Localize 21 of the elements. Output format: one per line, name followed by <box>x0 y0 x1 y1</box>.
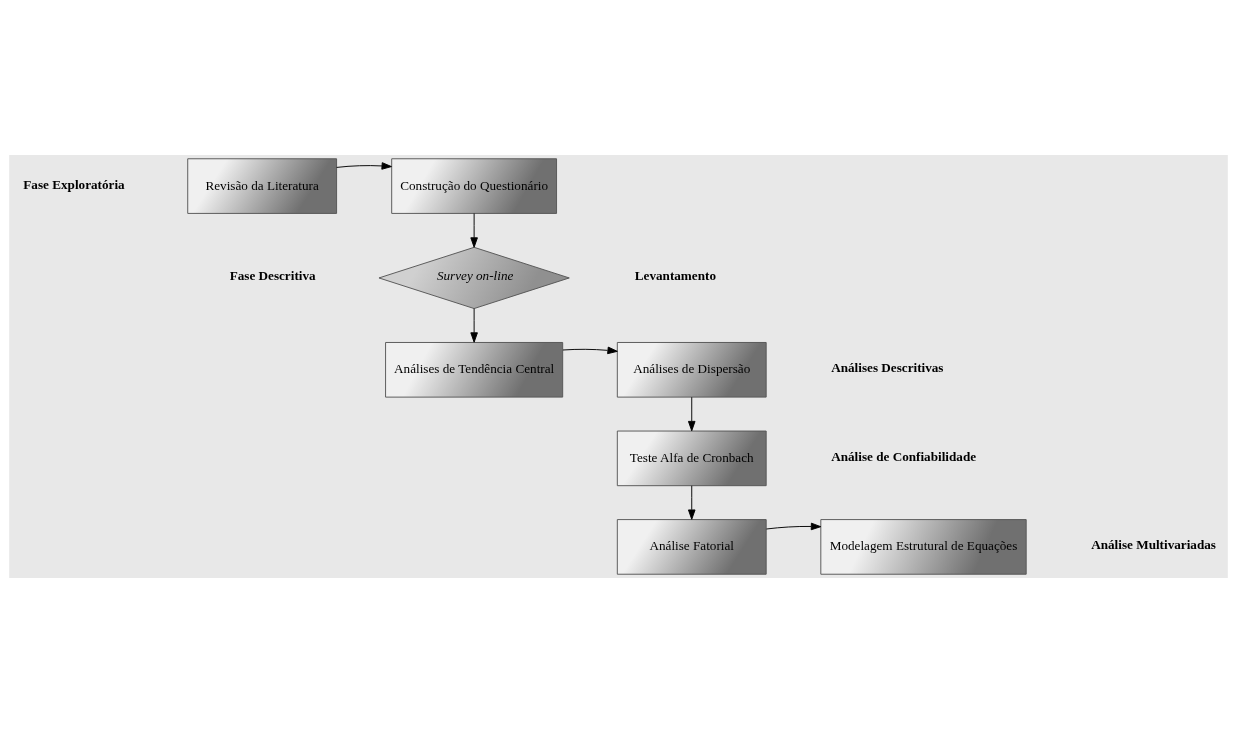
node-box: Teste Alfa de Cronbach <box>616 430 767 487</box>
arrow <box>688 485 696 520</box>
arrow <box>470 213 478 248</box>
node-diamond: Survey on-line <box>378 246 570 310</box>
node-box: Revisão da Literatura <box>187 158 338 214</box>
arrow <box>470 308 478 343</box>
node-box: Modelagem Estrutural de Equações <box>820 519 1027 575</box>
label: Levantamento <box>634 268 716 284</box>
node-box: Análise Fatorial <box>616 519 767 575</box>
arrow <box>688 396 696 432</box>
node-box: Análises de Dispersão <box>616 342 767 398</box>
label: Análises Descritivas <box>831 360 944 376</box>
label: Análise Multivariadas <box>1091 537 1216 553</box>
arrow <box>336 162 392 170</box>
label: Fase Descritiva <box>229 268 316 284</box>
label: Análise de Confiabilidade <box>831 448 977 464</box>
label: Fase Exploratória <box>23 176 125 192</box>
node-box: Construção do Questionário <box>391 158 558 214</box>
arrow <box>562 346 618 355</box>
arrow <box>765 522 822 531</box>
node-box: Análises de Tendência Central <box>385 342 564 398</box>
